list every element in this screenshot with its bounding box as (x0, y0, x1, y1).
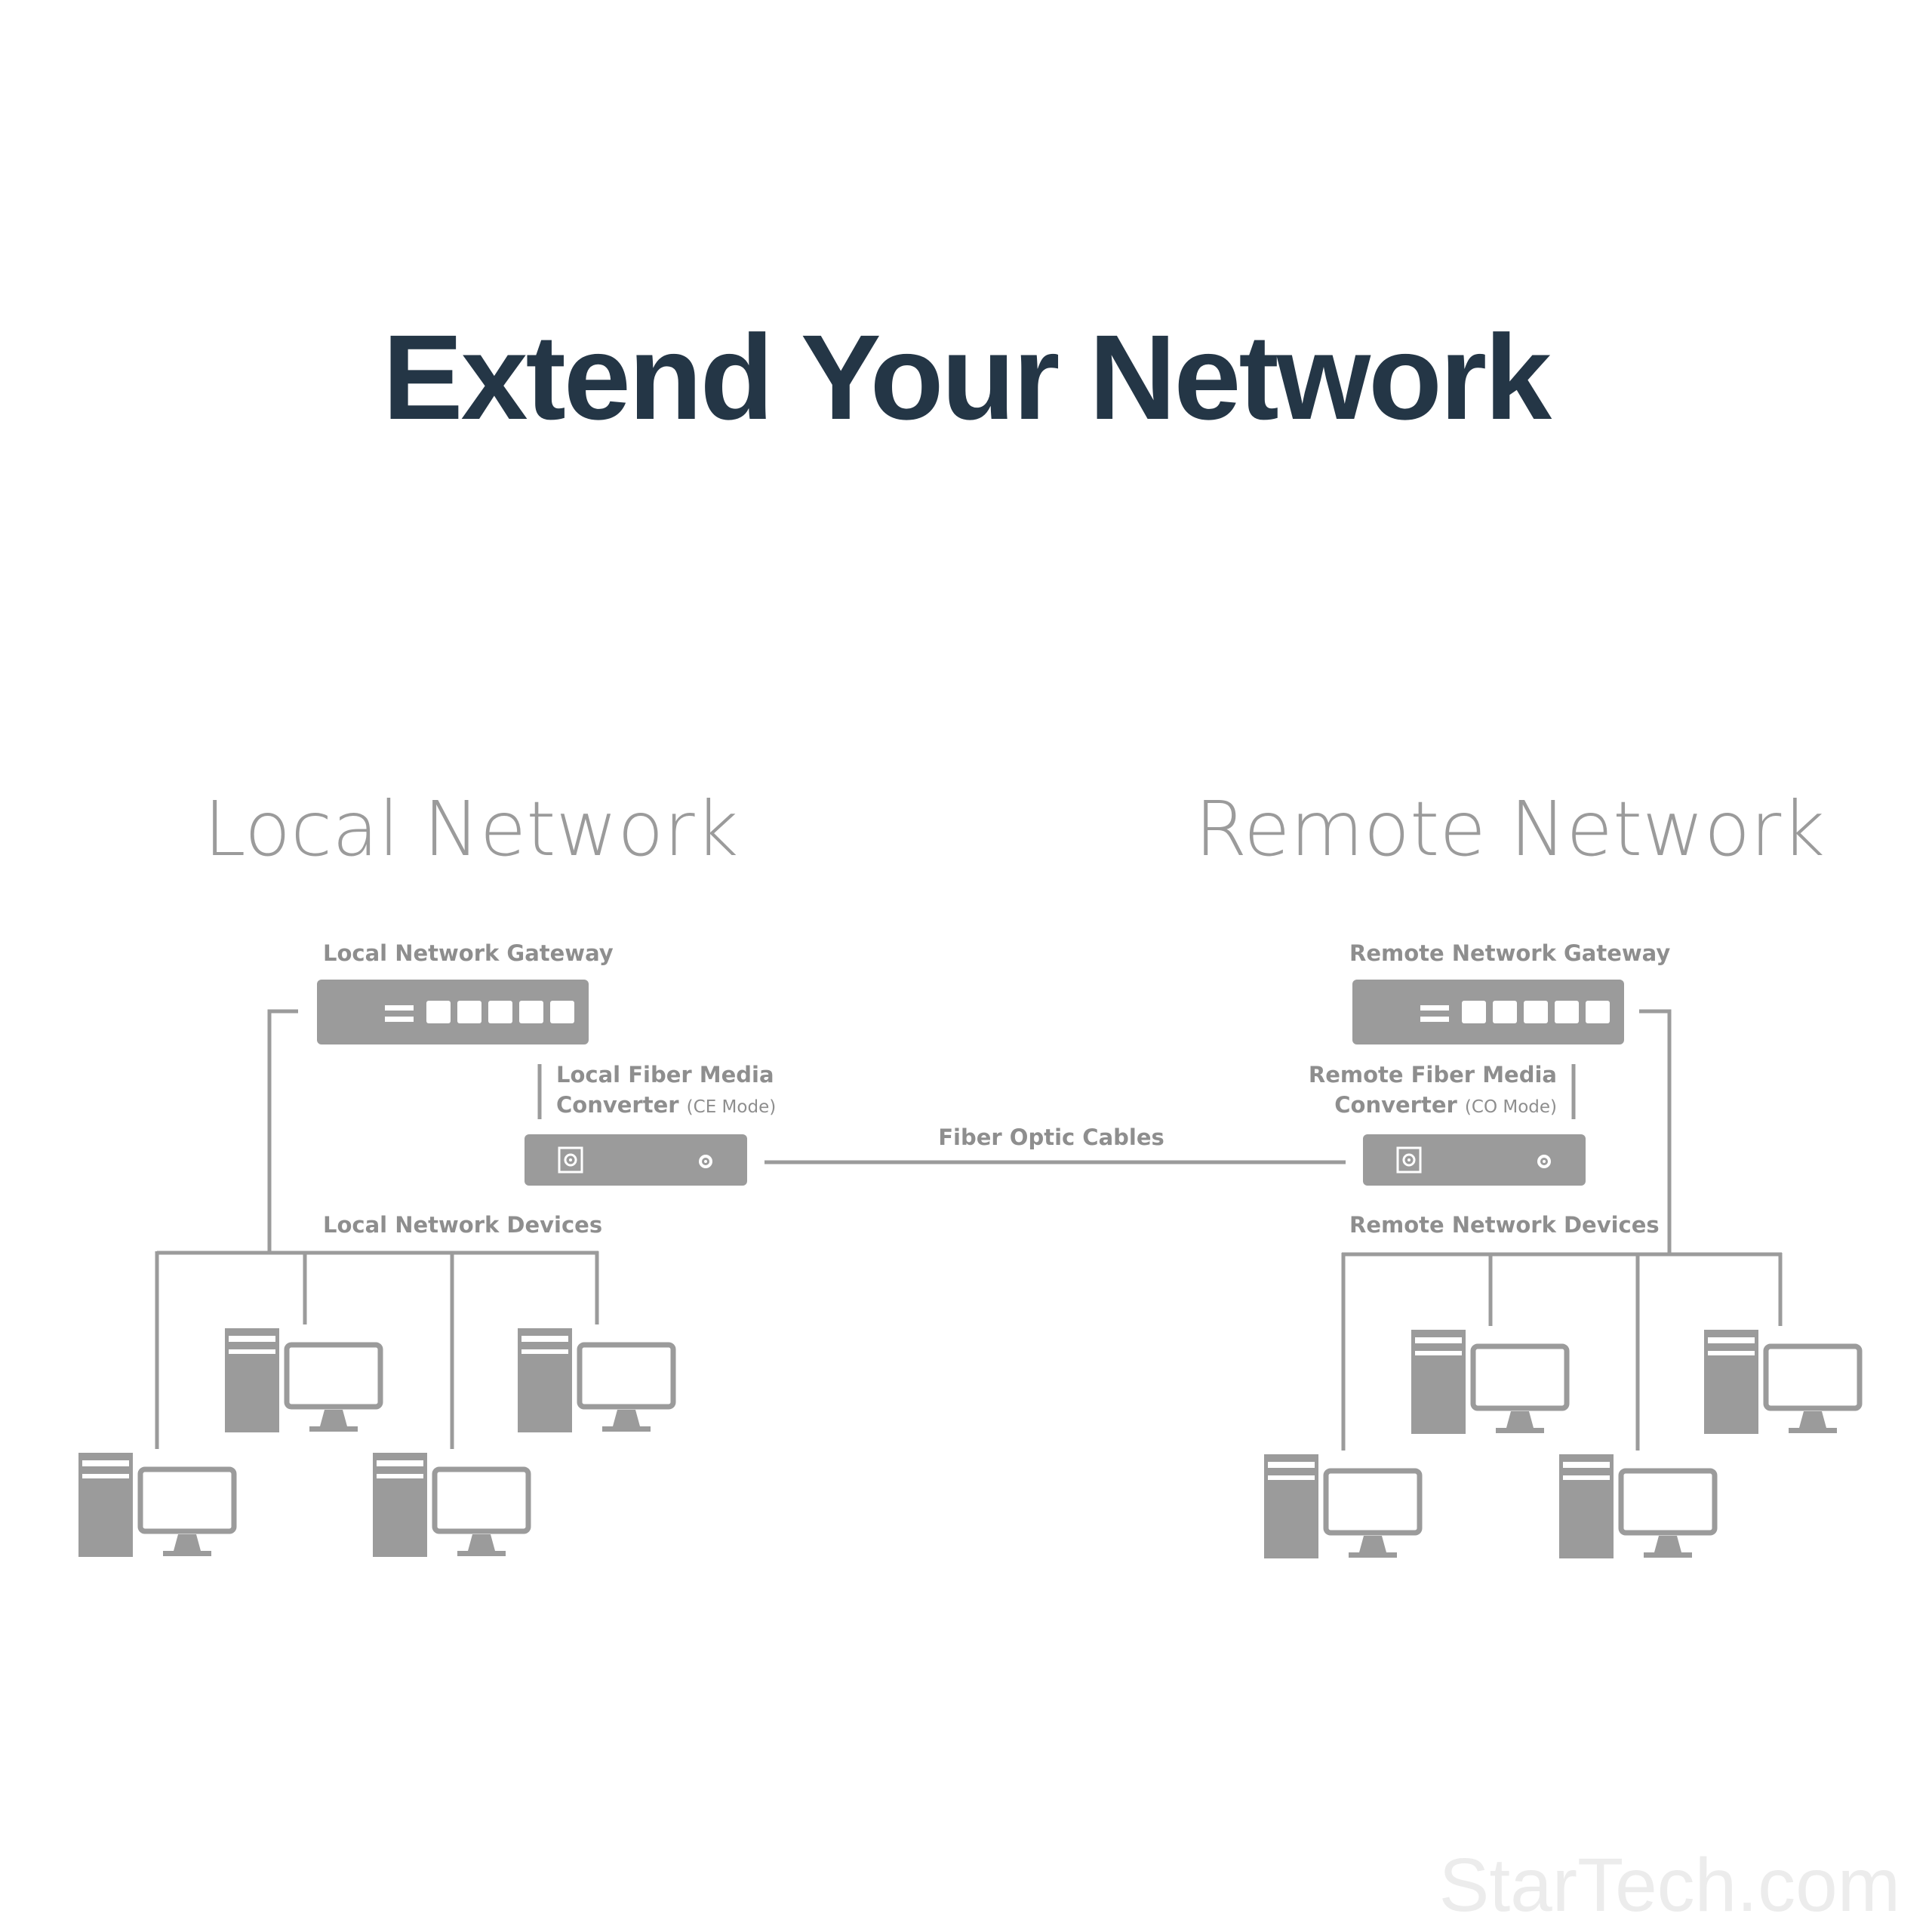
remote-network-heading: Remote Network (1195, 785, 1825, 873)
remote-devices-label: Remote Network Devices (1349, 1212, 1660, 1238)
local-gateway-label: Local Network Gateway (323, 940, 614, 966)
remote-converter-icon (1361, 1133, 1587, 1187)
remote-computer-icon (1411, 1330, 1567, 1434)
local-devices-label: Local Network Devices (323, 1212, 602, 1238)
startech-watermark-logo: StarTech.com (1439, 1843, 1900, 1927)
local-computer-icon (373, 1453, 528, 1557)
local-gateway-icon (317, 980, 589, 1044)
local-converter-icon (523, 1133, 749, 1187)
remote-gateway-icon (1352, 980, 1624, 1044)
local-computer-icon (78, 1453, 234, 1557)
fiber-cable-label: Fiber Optic Cables (938, 1124, 1164, 1150)
local-computer-icon (518, 1328, 673, 1432)
remote-converter-label-2: Converter (CO Mode) (1334, 1092, 1557, 1118)
local-computer-icon (225, 1328, 380, 1432)
page-title: Extend Your Network (382, 309, 1552, 445)
remote-computer-icon (1704, 1330, 1860, 1434)
local-converter-label: Local Fiber Media (556, 1062, 774, 1088)
local-converter-label-2: Converter (CE Mode) (556, 1092, 776, 1118)
remote-computer-icon (1559, 1454, 1715, 1558)
remote-converter-label: Remote Fiber Media (1309, 1062, 1557, 1088)
remote-gateway-label: Remote Network Gateway (1349, 940, 1670, 966)
local-network-heading: Local Network (204, 785, 739, 873)
remote-computer-icon (1264, 1454, 1420, 1558)
